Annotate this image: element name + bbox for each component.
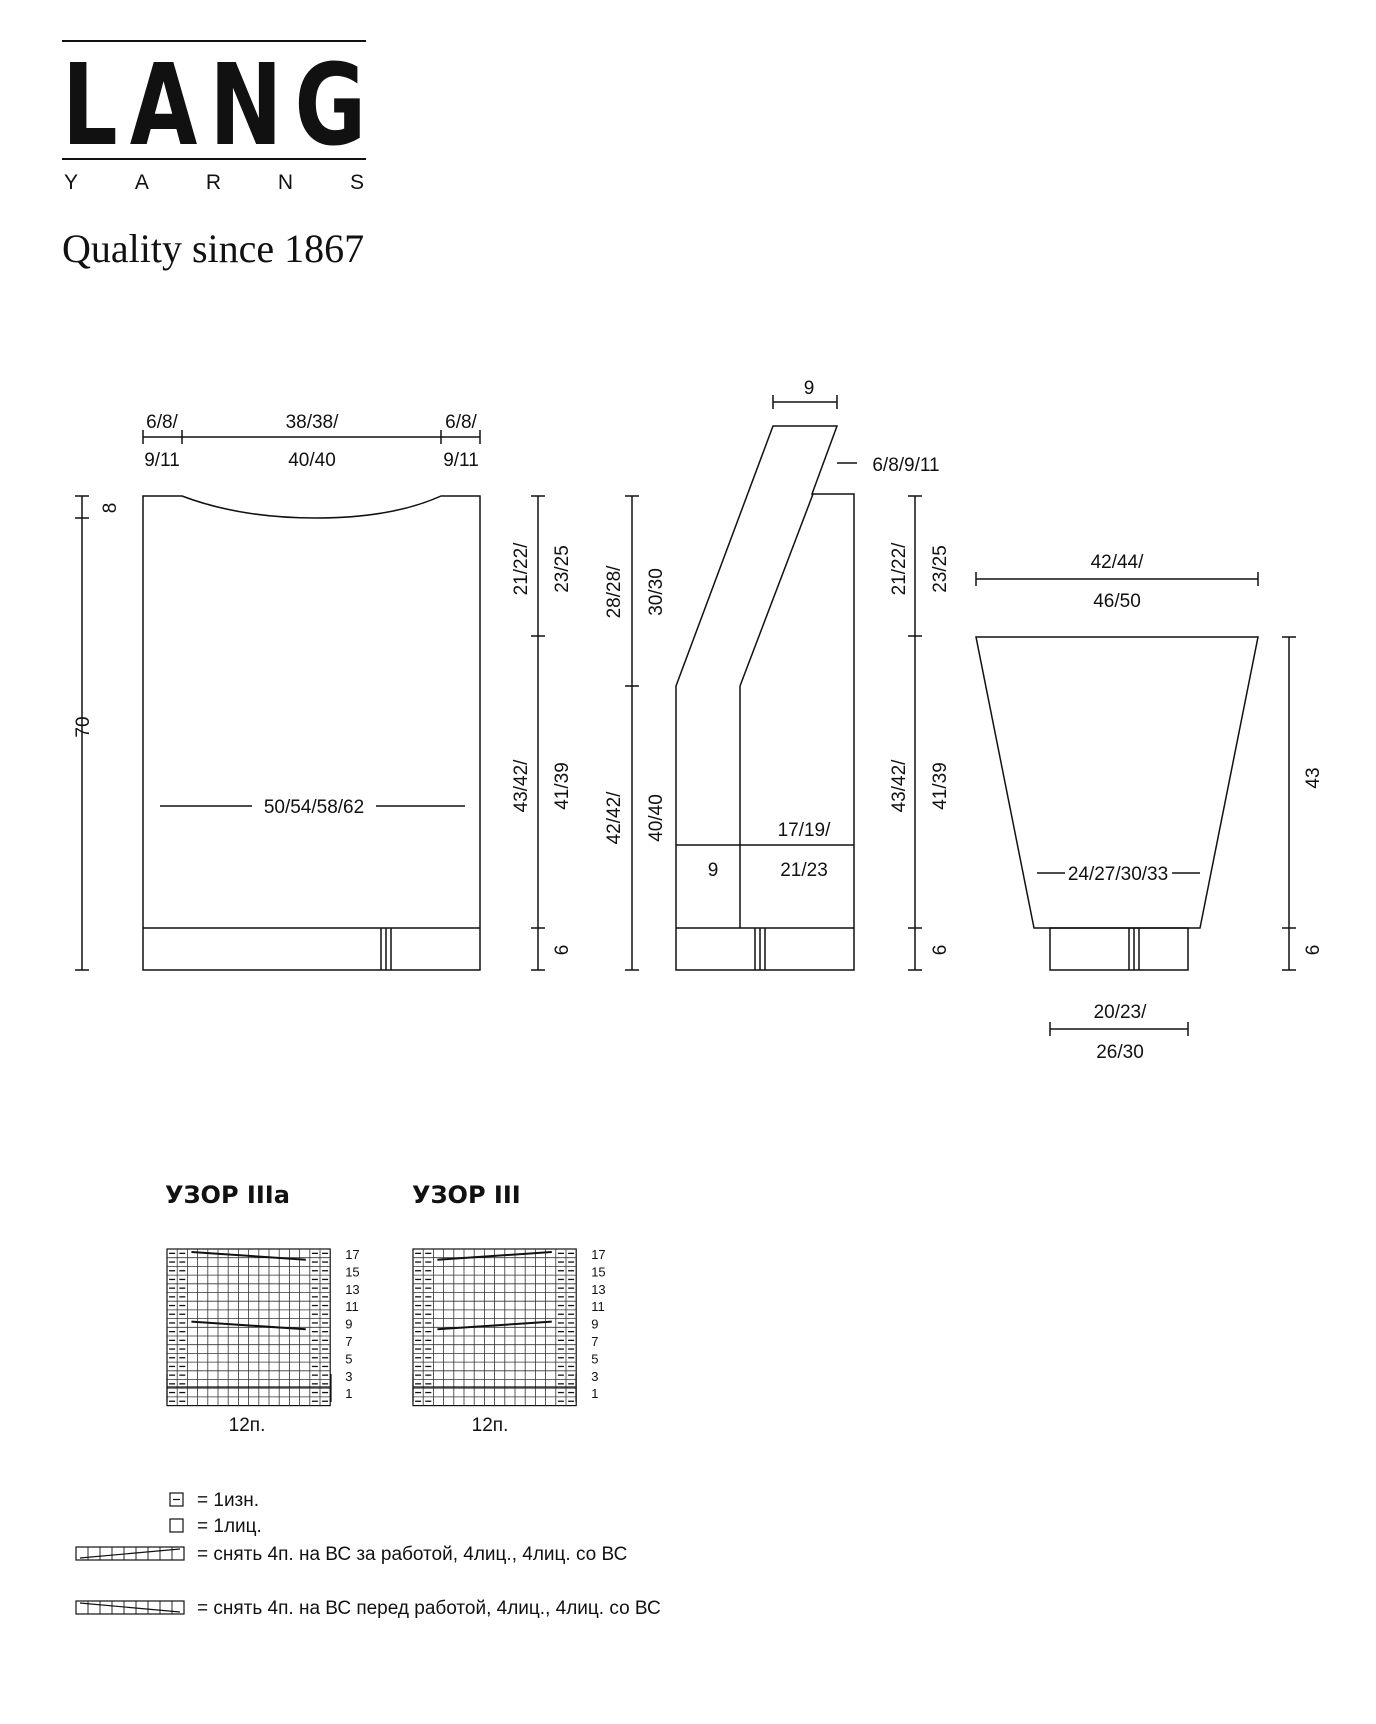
back-shoulder-right-bottom: 9/11 — [443, 450, 479, 471]
front-rib: 6 — [930, 945, 951, 956]
cable-back-symbol — [75, 1546, 185, 1561]
chart-row-label: 5 — [345, 1351, 352, 1366]
front-lower-b: 40/40 — [646, 794, 667, 842]
cable-crossing — [437, 1320, 552, 1331]
chart-grid-IIIa — [166, 1248, 331, 1407]
chart-title-III: УЗОР III — [412, 1181, 521, 1209]
chart-row-label: 17 — [591, 1247, 605, 1262]
back-neck-bottom: 40/40 — [288, 450, 336, 471]
sleeve-cuff — [1049, 927, 1189, 971]
front-collar-edge — [739, 493, 814, 687]
chart-grid-III — [412, 1248, 577, 1407]
back-shoulder-right-top: 6/8/ — [445, 412, 477, 433]
chart-row-label: 15 — [345, 1264, 359, 1279]
chart-row-label: 15 — [591, 1264, 605, 1279]
sleeve-outline — [975, 636, 1259, 929]
legend-purl: = 1изн. — [197, 1490, 259, 1511]
front-width-a: 17/19/ — [778, 820, 832, 841]
sleeve-cuff-a: 20/23/ — [1094, 1002, 1148, 1023]
chart-a-width-label: 12п. — [229, 1415, 266, 1436]
chart-row-label: 1 — [345, 1386, 352, 1401]
front-width-b: 21/23 — [780, 860, 828, 881]
chart-b-row-labels: 17 15 13 11 9 7 5 3 1 — [591, 1247, 605, 1401]
cable-front-symbol — [75, 1600, 185, 1615]
legend-cable-ticks — [87, 1547, 173, 1614]
chart-b-width-label: 12п. — [472, 1415, 509, 1436]
back-outline — [142, 495, 481, 971]
sleeve-length: 43 — [1303, 767, 1324, 788]
cable-crossing — [191, 1251, 306, 1261]
purl-symbol — [169, 1492, 184, 1507]
yarns-letter: Y — [64, 171, 79, 194]
chart-row-label: 9 — [345, 1317, 352, 1332]
logo-letter: A — [129, 41, 198, 171]
front-shoulder: 6/8/9/11 — [872, 455, 939, 476]
chart-row-label: 11 — [345, 1299, 359, 1314]
logo-yarns: Y A R N S — [64, 171, 364, 195]
front-body-b: 41/39 — [930, 762, 951, 810]
cable-front-diagonal — [79, 1602, 181, 1613]
sleeve-rib: 6 — [1303, 945, 1324, 956]
sleeve-top-b: 46/50 — [1093, 591, 1141, 612]
legend-cable-front: = снять 4п. на ВС перед работой, 4лиц., … — [197, 1598, 661, 1619]
legend-cable-back: = снять 4п. на ВС за работой, 4лиц., 4ли… — [197, 1544, 627, 1565]
sleeve-lower-width: 24/27/30/33 — [1068, 864, 1168, 885]
chart-row-label: 11 — [591, 1299, 605, 1314]
knit-symbol — [169, 1518, 184, 1533]
yarns-letter: R — [205, 171, 221, 194]
chart-row-label: 7 — [591, 1334, 598, 1349]
logo-letter: N — [209, 41, 283, 171]
back-width: 50/54/58/62 — [264, 797, 364, 818]
yarns-letter: A — [134, 171, 149, 194]
chart-row-label: 3 — [345, 1369, 352, 1384]
front-band-width: 9 — [708, 860, 719, 881]
tagline: Quality since 1867 — [62, 226, 365, 271]
chart-title-IIIa: УЗОР IIIa — [165, 1181, 290, 1209]
chart-row-label: 1 — [591, 1386, 598, 1401]
logo-letter: G — [294, 41, 367, 171]
back-armhole-b: 23/25 — [552, 545, 573, 593]
chart-row-label: 9 — [591, 1317, 598, 1332]
back-body-a: 43/42/ — [511, 759, 532, 813]
front-armhole-b: 23/25 — [930, 545, 951, 593]
back-body-b: 41/39 — [552, 762, 573, 810]
front-body-a: 43/42/ — [889, 759, 910, 813]
chart-row-label: 3 — [591, 1369, 598, 1384]
back-shoulder-left-bottom: 9/11 — [144, 450, 180, 471]
chart-a-row-labels: 17 15 13 11 9 7 5 3 1 — [345, 1247, 359, 1401]
chart-row-label: 13 — [591, 1282, 605, 1297]
back-rib: 6 — [552, 945, 573, 956]
brand-middle-rule — [62, 158, 366, 160]
front-outline — [675, 425, 855, 971]
sleeve-cuff-b: 26/30 — [1096, 1042, 1144, 1063]
front-lower-a: 42/42/ — [604, 791, 625, 845]
chart-row-label: 17 — [345, 1247, 359, 1262]
front-collar-width: 9 — [804, 378, 815, 399]
logo-lang: L A N G — [62, 50, 366, 162]
back-total-length: 70 — [73, 716, 94, 737]
front-armhole-a: 21/22/ — [889, 542, 910, 596]
cable-crossing — [437, 1251, 552, 1261]
legend-knit: = 1лиц. — [197, 1516, 262, 1537]
chart-row-label: 5 — [591, 1351, 598, 1366]
brand-top-rule — [62, 40, 366, 42]
back-shoulder-left-top: 6/8/ — [146, 412, 178, 433]
back-neck-top: 38/38/ — [286, 412, 340, 433]
logo-letter: L — [62, 41, 118, 171]
yarns-letter: N — [277, 171, 294, 194]
front-neck-a: 28/28/ — [604, 565, 625, 619]
chart-row-label: 7 — [345, 1334, 352, 1349]
chart-row-label: 13 — [345, 1282, 359, 1297]
cable-crossing — [191, 1320, 306, 1331]
back-armhole-a: 21/22/ — [511, 542, 532, 596]
back-neck-depth: 8 — [100, 503, 121, 514]
sleeve-top-a: 42/44/ — [1091, 552, 1145, 573]
front-neck-b: 30/30 — [646, 568, 667, 616]
yarns-letter: S — [349, 171, 364, 194]
cable-back-diagonal — [79, 1548, 181, 1559]
